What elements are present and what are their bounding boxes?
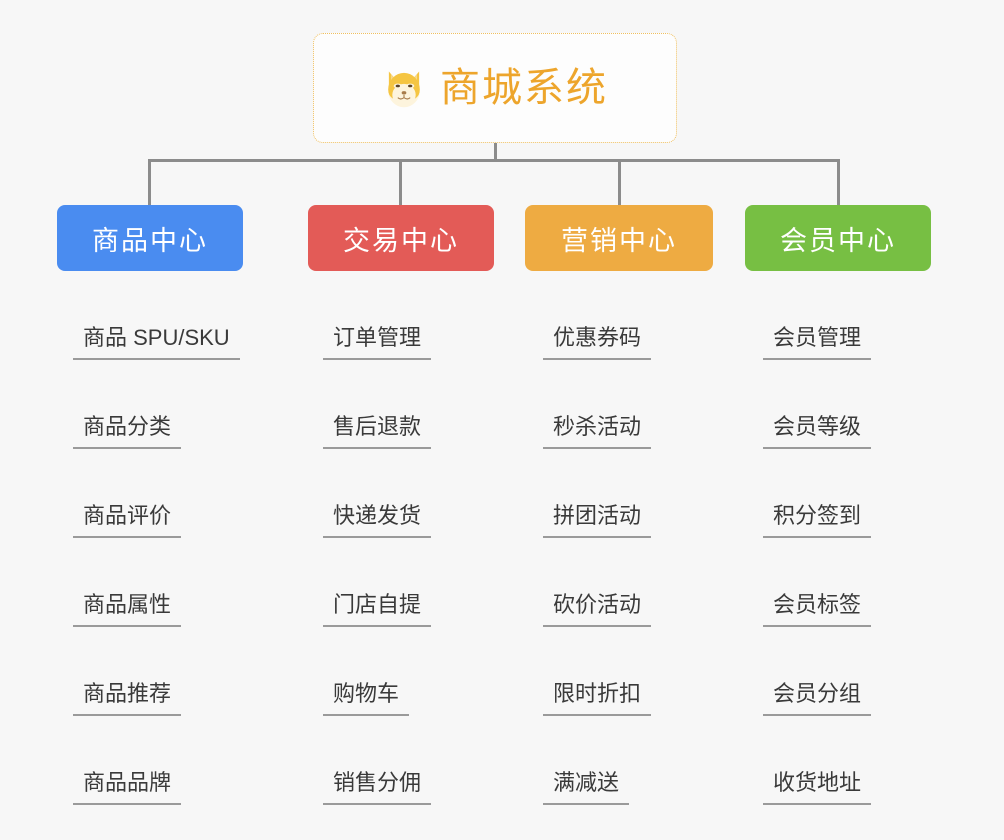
category-column-marketing: 营销中心 优惠券码 秒杀活动 拼团活动 砍价活动 限时折扣 满减送 [525,205,713,805]
category-box-trade[interactable]: 交易中心 [308,205,494,271]
list-item[interactable]: 秒杀活动 [543,360,713,449]
list-item[interactable]: 商品推荐 [73,627,243,716]
shiba-dog-face-icon [382,66,426,110]
list-item[interactable]: 购物车 [323,627,494,716]
leaf-label: 会员管理 [763,327,872,360]
category-label: 营销中心 [561,225,677,256]
leaf-label: 订单管理 [323,327,432,360]
leaf-label: 会员分组 [763,683,872,716]
leaf-list-trade: 订单管理 售后退款 快递发货 门店自提 购物车 销售分佣 [308,271,494,805]
list-item[interactable]: 门店自提 [323,538,494,627]
root-title: 商城系统 [440,66,608,110]
leaf-label: 限时折扣 [543,683,652,716]
leaf-label: 商品推荐 [73,683,182,716]
list-item[interactable]: 商品品牌 [73,716,243,805]
list-item[interactable]: 积分签到 [763,449,931,538]
leaf-label: 商品属性 [73,594,182,627]
leaf-label: 拼团活动 [543,505,652,538]
root-node[interactable]: 商城系统 [313,33,677,143]
leaf-label: 售后退款 [323,416,432,449]
category-column-trade: 交易中心 订单管理 售后退款 快递发货 门店自提 购物车 销售分佣 [308,205,494,805]
leaf-label: 购物车 [323,683,410,716]
list-item[interactable]: 砍价活动 [543,538,713,627]
category-box-product[interactable]: 商品中心 [57,205,243,271]
leaf-label: 门店自提 [323,594,432,627]
leaf-label: 会员标签 [763,594,872,627]
category-box-member[interactable]: 会员中心 [745,205,931,271]
connector-branch-3 [837,159,840,205]
list-item[interactable]: 优惠券码 [543,271,713,360]
connector-branch-1 [399,159,402,205]
leaf-label: 满减送 [543,772,630,805]
category-label: 会员中心 [780,225,896,256]
list-item[interactable]: 销售分佣 [323,716,494,805]
category-label: 交易中心 [343,225,459,256]
leaf-list-marketing: 优惠券码 秒杀活动 拼团活动 砍价活动 限时折扣 满减送 [525,271,713,805]
category-label: 商品中心 [92,225,208,256]
list-item[interactable]: 收货地址 [763,716,931,805]
list-item[interactable]: 商品 SPU/SKU [73,271,243,360]
list-item[interactable]: 限时折扣 [543,627,713,716]
list-item[interactable]: 拼团活动 [543,449,713,538]
leaf-label: 积分签到 [763,505,872,538]
list-item[interactable]: 会员标签 [763,538,931,627]
leaf-label: 商品分类 [73,416,182,449]
leaf-list-member: 会员管理 会员等级 积分签到 会员标签 会员分组 收货地址 [745,271,931,805]
list-item[interactable]: 快递发货 [323,449,494,538]
leaf-list-product: 商品 SPU/SKU 商品分类 商品评价 商品属性 商品推荐 商品品牌 [57,271,243,805]
connector-branch-0 [148,159,151,205]
category-column-member: 会员中心 会员管理 会员等级 积分签到 会员标签 会员分组 收货地址 [745,205,931,805]
list-item[interactable]: 满减送 [543,716,713,805]
connector-horizontal-bus [148,159,840,162]
leaf-label: 砍价活动 [543,594,652,627]
category-column-product: 商品中心 商品 SPU/SKU 商品分类 商品评价 商品属性 商品推荐 商品品牌 [57,205,243,805]
list-item[interactable]: 会员管理 [763,271,931,360]
list-item[interactable]: 商品评价 [73,449,243,538]
leaf-label: 秒杀活动 [543,416,652,449]
leaf-label: 商品评价 [73,505,182,538]
leaf-label: 收货地址 [763,772,872,805]
list-item[interactable]: 商品属性 [73,538,243,627]
list-item[interactable]: 订单管理 [323,271,494,360]
leaf-label: 快递发货 [323,505,432,538]
leaf-label: 会员等级 [763,416,872,449]
list-item[interactable]: 商品分类 [73,360,243,449]
category-box-marketing[interactable]: 营销中心 [525,205,713,271]
connector-branch-2 [618,159,621,205]
list-item[interactable]: 会员分组 [763,627,931,716]
leaf-label: 销售分佣 [323,772,432,805]
leaf-label: 优惠券码 [543,327,652,360]
leaf-label: 商品品牌 [73,772,182,805]
leaf-label: 商品 SPU/SKU [73,327,240,360]
list-item[interactable]: 会员等级 [763,360,931,449]
list-item[interactable]: 售后退款 [323,360,494,449]
connector-root-stem [494,143,497,161]
